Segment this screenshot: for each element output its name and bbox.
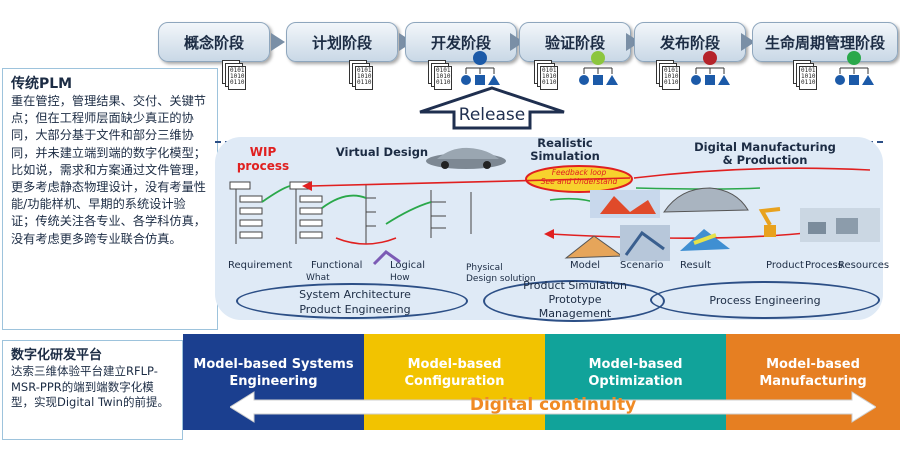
msr-scenario-label: Scenario [620, 260, 664, 271]
phase-release: 发布阶段 [634, 22, 746, 62]
model-image [564, 235, 624, 259]
logical-diagram-image [372, 250, 401, 266]
rflp-tree-structures [229, 181, 472, 245]
car-image [426, 147, 506, 169]
doc-stack-icon: 0101 1010 0110 [534, 60, 558, 90]
structure-shapes-icon [461, 51, 500, 85]
rflp-physical-label: Physical [466, 263, 503, 273]
bar-label: Model-based Systems Engineering [193, 357, 354, 389]
traditional-plm-body: 重在管控，管理结果、交付、关键节点；但在工程师层面缺少真正的协同，大部分基于文件… [11, 94, 206, 246]
rflp-requirement-label: Requirement [228, 260, 293, 271]
digital-platform-body: 达索三维体验平台建立RFLP-MSR-PPR的端到端数字化模型，实现Digita… [11, 364, 169, 409]
phase-verification: 验证阶段 [519, 22, 631, 62]
document-glyph: 0101 1010 0110 [228, 66, 246, 90]
ppr-process-label: Process [805, 260, 843, 271]
phase-plan: 计划阶段 [286, 22, 398, 62]
structure-shapes-icon [835, 51, 874, 85]
msr-result-label: Result [680, 260, 711, 271]
rflp-design-solution-label: Design solution [466, 274, 536, 284]
doc-stack-icon: 0101 1010 0110 [349, 60, 373, 90]
feedback-loop-label: Feedback loop See and Understand [540, 168, 618, 186]
ppr-product-label: Product [766, 260, 804, 271]
result-image [680, 229, 730, 251]
scenario-image [620, 225, 670, 261]
rflp-logical-label: Logical [390, 260, 426, 271]
digital-platform-title: 数字化研发平台 [11, 348, 103, 363]
phase-concept: 概念阶段 [158, 22, 270, 62]
simulation-image [590, 190, 660, 218]
document-glyph: 0101 1010 0110 [540, 66, 558, 90]
system-architecture-ellipse [236, 283, 468, 319]
phase-label: 开发阶段 [430, 33, 491, 52]
phase-label: 发布阶段 [659, 33, 720, 52]
system-architecture-label: System Architecture Product Engineering [299, 288, 411, 316]
bar-label: Model-based Optimization [588, 357, 683, 389]
doc-stack-icon: 0101 1010 0110 [428, 60, 452, 90]
document-glyph: 0101 1010 0110 [799, 66, 817, 90]
virtual-design-label: Virtual Design [335, 145, 429, 159]
traditional-plm-note: 传统PLM 重在管控，管理结果、交付、关键节点；但在工程师层面缺少真正的协同，大… [2, 68, 218, 330]
ppr-resources-label: Resources [838, 260, 890, 271]
digital-continuity-arrow-icon [230, 391, 876, 423]
phase-arrow-icon [271, 33, 285, 51]
process-engineering-label: Process Engineering [709, 294, 821, 307]
doc-stack-icon: 0101 1010 0110 [793, 60, 817, 90]
digital-continuity-label: Digital continuity [469, 395, 637, 415]
document-glyph: 0101 1010 0110 [355, 66, 373, 90]
phase-lifecycle: 生命周期管理阶段 [752, 22, 898, 62]
robot-image [758, 207, 781, 237]
rflp-what-label: What [306, 273, 330, 283]
body-in-white-image [663, 187, 749, 213]
traditional-plm-title: 传统PLM [11, 76, 73, 92]
phase-label: 概念阶段 [183, 33, 244, 52]
release-label: Release [458, 105, 526, 125]
factory-image [800, 208, 880, 242]
release-arrow-icon [419, 86, 565, 130]
bar-label: Model-based Manufacturing [759, 357, 867, 389]
phase-label: 计划阶段 [311, 33, 372, 52]
document-glyph: 0101 1010 0110 [434, 66, 452, 90]
phase-label: 验证阶段 [544, 33, 605, 52]
phase-label: 生命周期管理阶段 [764, 33, 885, 52]
product-simulation-label: Product Simulation Prototype Management [523, 279, 627, 320]
realistic-simulation-label: Realistic Simulation [530, 136, 600, 163]
bar-label: Model-based Configuration [404, 357, 505, 389]
doc-stack-icon: 0101 1010 0110 [656, 60, 680, 90]
document-glyph: 0101 1010 0110 [662, 66, 680, 90]
wip-process-label: WIP process [236, 145, 290, 173]
digital-manufacturing-label: Digital Manufacturing & Production [694, 140, 836, 167]
doc-stack-icon: 0101 1010 0110 [222, 60, 246, 90]
digital-platform-note: 数字化研发平台 达索三维体验平台建立RFLP-MSR-PPR的端到端数字化模型，… [2, 340, 183, 440]
rflp-functional-label: Functional [311, 260, 363, 271]
structure-shapes-icon [579, 51, 618, 85]
msr-model-label: Model [570, 260, 601, 271]
process-engineering-ellipse [650, 281, 880, 319]
lifecycle-phases: 概念阶段 计划阶段 开发阶段 验证阶段 发布阶段 生命周期管理阶段 [158, 22, 898, 66]
structure-shapes-icon [691, 51, 730, 85]
rflp-how-label: How [390, 273, 410, 283]
